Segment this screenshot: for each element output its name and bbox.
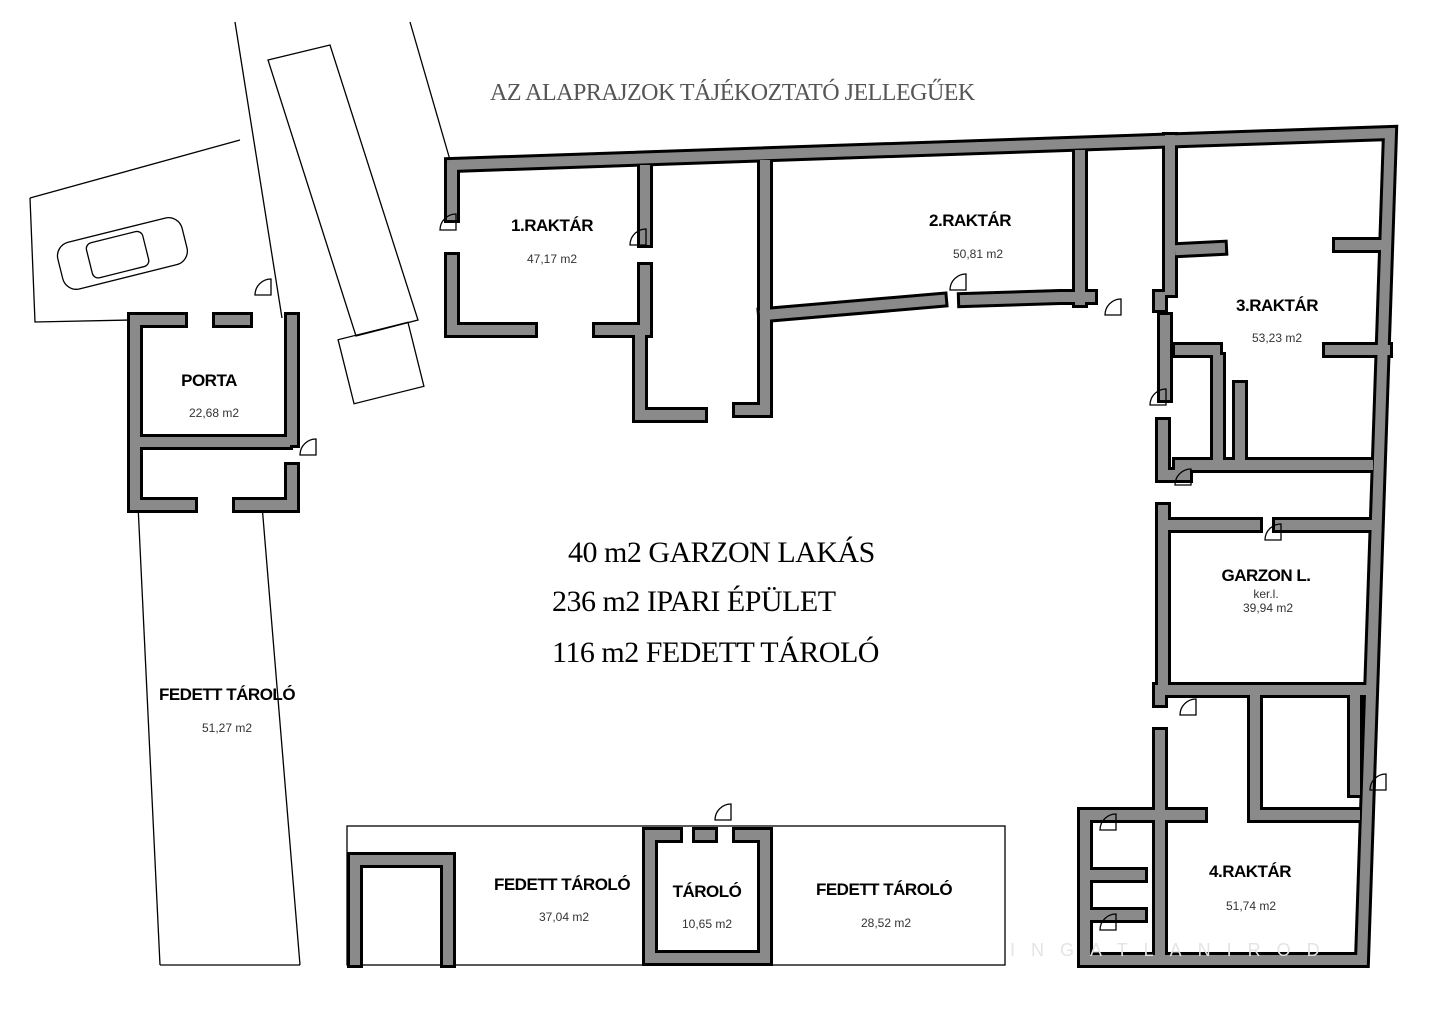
- room-area: 51,27 m2: [201, 721, 253, 735]
- door-icon: [949, 273, 967, 291]
- room-area: 47,17 m2: [526, 252, 578, 266]
- truck-outline: [267, 44, 419, 337]
- room-sub: ker.l.: [1253, 587, 1279, 601]
- car-icon: [56, 217, 189, 290]
- wall-segment: [1077, 807, 1168, 968]
- door-icon: [1099, 813, 1117, 831]
- room-area: 10,65 m2: [681, 917, 733, 931]
- disclaimer-title: AZ ALAPRAJZOK TÁJÉKOZTATÓ JELLEGŰEK: [490, 80, 975, 106]
- wall-segment: [959, 292, 1095, 306]
- door-icon: [1099, 913, 1117, 931]
- wall-segment: [759, 294, 946, 321]
- room-label: FEDETT TÁROLÓ: [815, 880, 953, 899]
- wall-segment: [1250, 695, 1360, 820]
- door-icon: [439, 213, 457, 231]
- door-icon: [254, 278, 272, 296]
- room-label: PORTA: [181, 371, 237, 390]
- summary-line: 236 m2 IPARI ÉPÜLET: [552, 585, 836, 618]
- room-area: 37,04 m2: [538, 910, 590, 924]
- walls: [127, 124, 1399, 968]
- wall-segment: [1247, 692, 1363, 823]
- wall-segment: [447, 255, 535, 335]
- door-icon: [1264, 523, 1282, 541]
- room-label: 2.RAKTÁR: [929, 211, 1011, 230]
- wall-segment: [735, 160, 770, 415]
- summary-line: 40 m2 GARZON LAKÁS: [568, 536, 875, 569]
- door-icon: [1174, 468, 1192, 486]
- site-lines: [29, 21, 451, 405]
- door-icon: [1369, 773, 1387, 791]
- room-area: 51,74 m2: [1225, 899, 1277, 913]
- room-label: 4.RAKTÁR: [1209, 862, 1291, 881]
- wall-segment: [235, 465, 297, 510]
- wall-segment: [645, 830, 770, 963]
- door-icon: [1149, 388, 1167, 406]
- room-area: 50,81 m2: [952, 247, 1004, 261]
- door-icon: [714, 803, 732, 821]
- truck-cab: [337, 321, 425, 405]
- wall-segment: [595, 325, 705, 420]
- wall-segment: [444, 252, 538, 338]
- door-icon: [1104, 298, 1122, 316]
- wall-segment: [232, 462, 300, 513]
- wall-segment: [592, 322, 708, 423]
- wall-segment: [127, 312, 198, 513]
- room-label: 1.RAKTÁR: [511, 216, 593, 235]
- watermark: INGATLANIROD: [1010, 940, 1336, 960]
- room-label: TÁROLÓ: [672, 882, 742, 901]
- room-area: 39,94 m2: [1242, 601, 1294, 615]
- wall-segment: [1174, 242, 1226, 256]
- room-area: 22,68 m2: [188, 406, 240, 420]
- wall-segment: [1080, 810, 1165, 965]
- room-label: GARZON L.: [1221, 566, 1312, 585]
- door-icon: [1179, 698, 1197, 716]
- summary-line: 116 m2 FEDETT TÁROLÓ: [552, 636, 879, 669]
- wall-segment: [130, 315, 195, 510]
- room-area: 28,52 m2: [860, 916, 912, 930]
- wall-segment: [447, 127, 1396, 965]
- door-icon: [629, 228, 647, 246]
- room-label: FEDETT TÁROLÓ: [158, 685, 296, 704]
- room-area: 53,23 m2: [1251, 331, 1303, 345]
- room-label: 3.RAKTÁR: [1236, 296, 1318, 315]
- room-label: FEDETT TÁROLÓ: [493, 875, 631, 894]
- door-icon: [299, 438, 317, 456]
